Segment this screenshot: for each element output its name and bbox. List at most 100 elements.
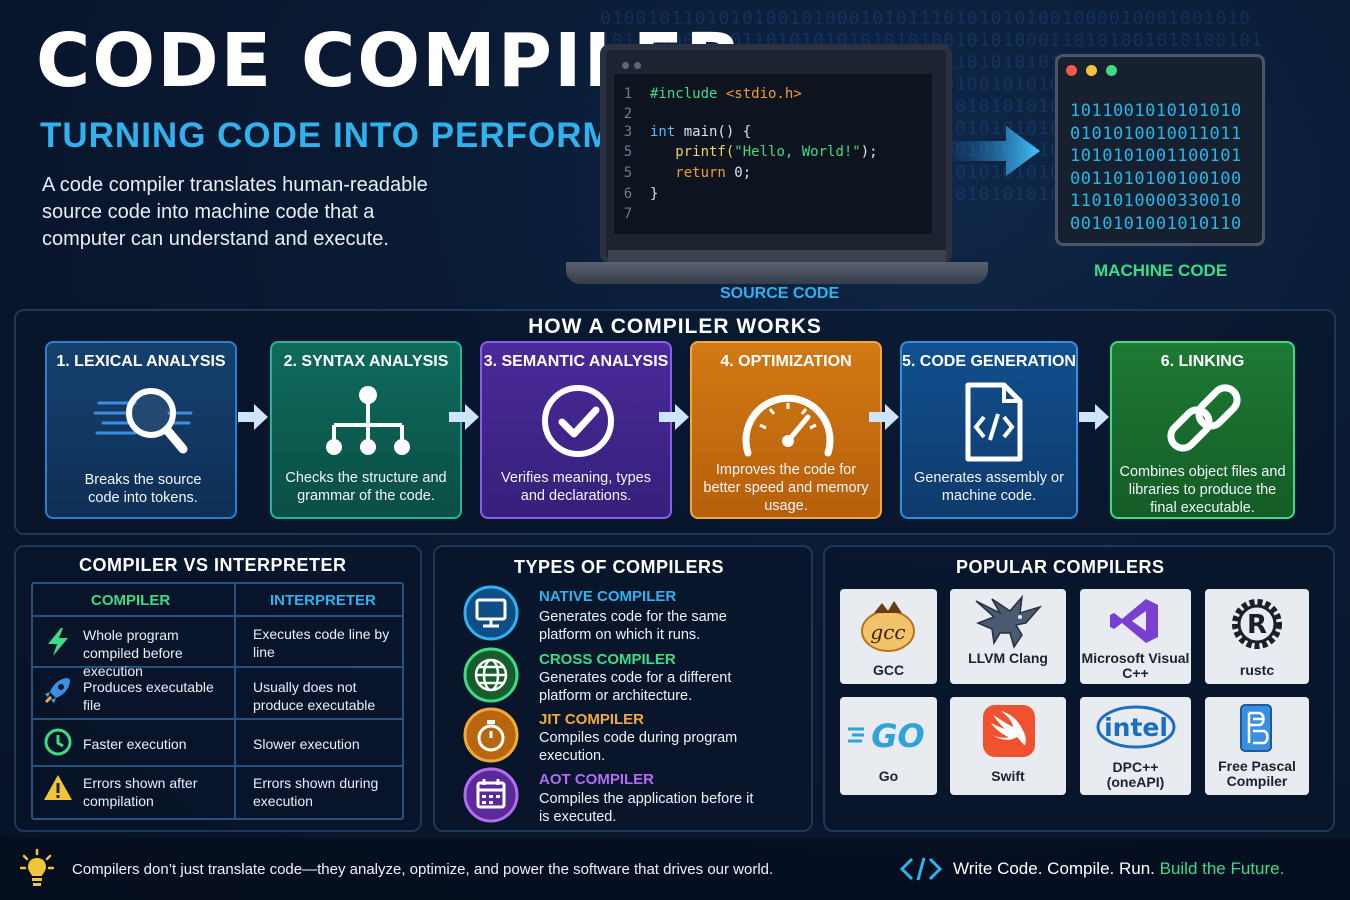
step-semantic-analysis: 3. SEMANTIC ANALYSIS Verifies meaning, t… [480,341,672,519]
line-number: 6 [623,186,633,202]
window-close-dot [1066,65,1077,76]
arrow-right-icon [449,404,479,430]
code-line: 2 [614,106,650,126]
compiler-name: Swift [991,768,1025,784]
table-cell: Whole program compiled before execution [83,627,183,679]
code-brackets-icon [900,857,942,881]
table-cell: Errors shown after compilation [83,775,198,809]
compiler-tile-rustc: R rustc [1205,589,1309,684]
lightbulb-icon [20,848,54,886]
tagline-accent: Build the Future. [1159,859,1285,878]
section-title: POPULAR COMPILERS [956,557,1165,577]
code-token: } [650,186,659,202]
compiler-name: GCC [872,662,905,678]
line-number: 3 [623,124,633,140]
compiler-name: Go [878,768,899,784]
code-file-icon [965,382,1023,462]
table-header-compiler: COMPILER [91,592,171,609]
arrow-right-icon [238,404,268,430]
type-name-native: NATIVE COMPILER [539,588,677,605]
binary-line: 0101010010011011 [1070,123,1242,144]
code-text: } [650,186,658,206]
code-text: return 0; [650,165,751,185]
window-minimize-dot [1086,65,1097,76]
step-description: Generates assembly or machine code. [914,470,1064,504]
section-title: TYPES OF COMPILERS [514,557,725,577]
compiler-name: LLVM Clang [968,650,1048,666]
type-name-cross: CROSS COMPILER [539,651,676,668]
arrow-right-icon [659,404,689,430]
code-token: "Hello, World!" [734,144,861,160]
speedometer-icon [742,394,834,457]
magnifier-icon [93,388,193,454]
compiler-tile-msvc: Microsoft Visual C++ [1080,589,1191,684]
laptop-base [566,262,988,284]
line-number: 5 [623,165,633,181]
checkmark-icon [542,385,614,457]
chain-link-icon [1167,384,1241,452]
table-divider [234,582,236,820]
footer-text: Compilers don’t just translate code—they… [72,861,774,878]
tagline: Write Code. Compile. Run. Build the Futu… [953,859,1284,879]
free-pascal-icon [1240,704,1272,752]
tagline-main: Write Code. Compile. Run. [953,859,1160,878]
warning-icon [44,775,72,800]
table-cell: Faster execution [83,736,187,752]
binary-line: 1010101001100101 [1070,146,1242,166]
arrow-right-icon [869,404,899,430]
binary-line: 0011010100100100 [1070,168,1242,189]
code-token: main() { [683,124,752,140]
compiler-name: rustc [1239,662,1275,678]
compiler-name: DPC++ (oneAPI) [1106,759,1165,790]
machine-code-binary: 1011001010101010 0101010010011011 101010… [1070,100,1242,235]
binary-line: 1101010000330010 [1070,191,1242,211]
table-cell: Errors shown during execution [253,775,379,809]
window-dot [622,62,629,69]
laptop-keyboard [608,250,946,264]
code-text: #include <stdio.h> [650,86,802,106]
gcc-gnu-icon: gcc [861,601,915,652]
machine-code-window [1055,54,1265,246]
table-cell: Slower execution [253,736,360,752]
code-line: 7 [614,206,650,226]
step-optimization: 4. OPTIMIZATION Improves the code for be… [690,341,882,519]
code-token: int [650,124,684,140]
table-divider [31,765,404,767]
step-description: Combines object files and libraries to p… [1119,464,1286,516]
compiler-vs-interpreter-panel [14,545,422,832]
svg-text:intel: intel [1104,713,1168,742]
calendar-icon [463,767,519,823]
table-divider [31,666,404,668]
code-token: return [650,165,735,181]
stopwatch-icon [463,707,519,763]
section-title: HOW A COMPILER WORKS [528,315,822,338]
intro-text: A code compiler translates human-readabl… [42,174,428,250]
svg-text:GO: GO [871,717,924,755]
step-title: 4. OPTIMIZATION [720,353,852,370]
go-logo-icon: GO [848,717,925,755]
table-divider [31,718,404,720]
table-divider [31,615,404,617]
comparison-table [31,582,404,820]
compiler-name: Microsoft Visual C++ [1081,650,1190,681]
code-token: <stdio.h> [725,86,802,102]
code-text: int main() { [650,124,751,144]
svg-text:gcc: gcc [870,620,905,644]
line-number: 7 [623,206,633,222]
step-linking: 6. LINKING Combines object files and lib… [1110,341,1295,519]
step-title: 2. SYNTAX ANALYSIS [283,353,449,370]
code-token: #include [650,86,726,102]
code-token: ); [860,144,878,160]
code-line: 3 int main() { [614,124,751,144]
lightning-icon [48,628,68,656]
code-line: 5 return 0; [614,165,751,185]
clock-icon [44,728,72,756]
machine-code-label: MACHINE CODE [1094,261,1228,280]
type-description: Compiles code during program execution. [539,730,738,764]
arrow-right-icon [1079,404,1109,430]
table-cell: Produces executable file [83,679,214,713]
intel-logo-icon: intel [1096,705,1176,749]
binary-line: 0010101001010110 [1070,213,1242,234]
type-description: Compiles the application before it is ex… [539,791,754,825]
step-code-generation: 5. CODE GENERATION Generates assembly or… [900,341,1078,519]
